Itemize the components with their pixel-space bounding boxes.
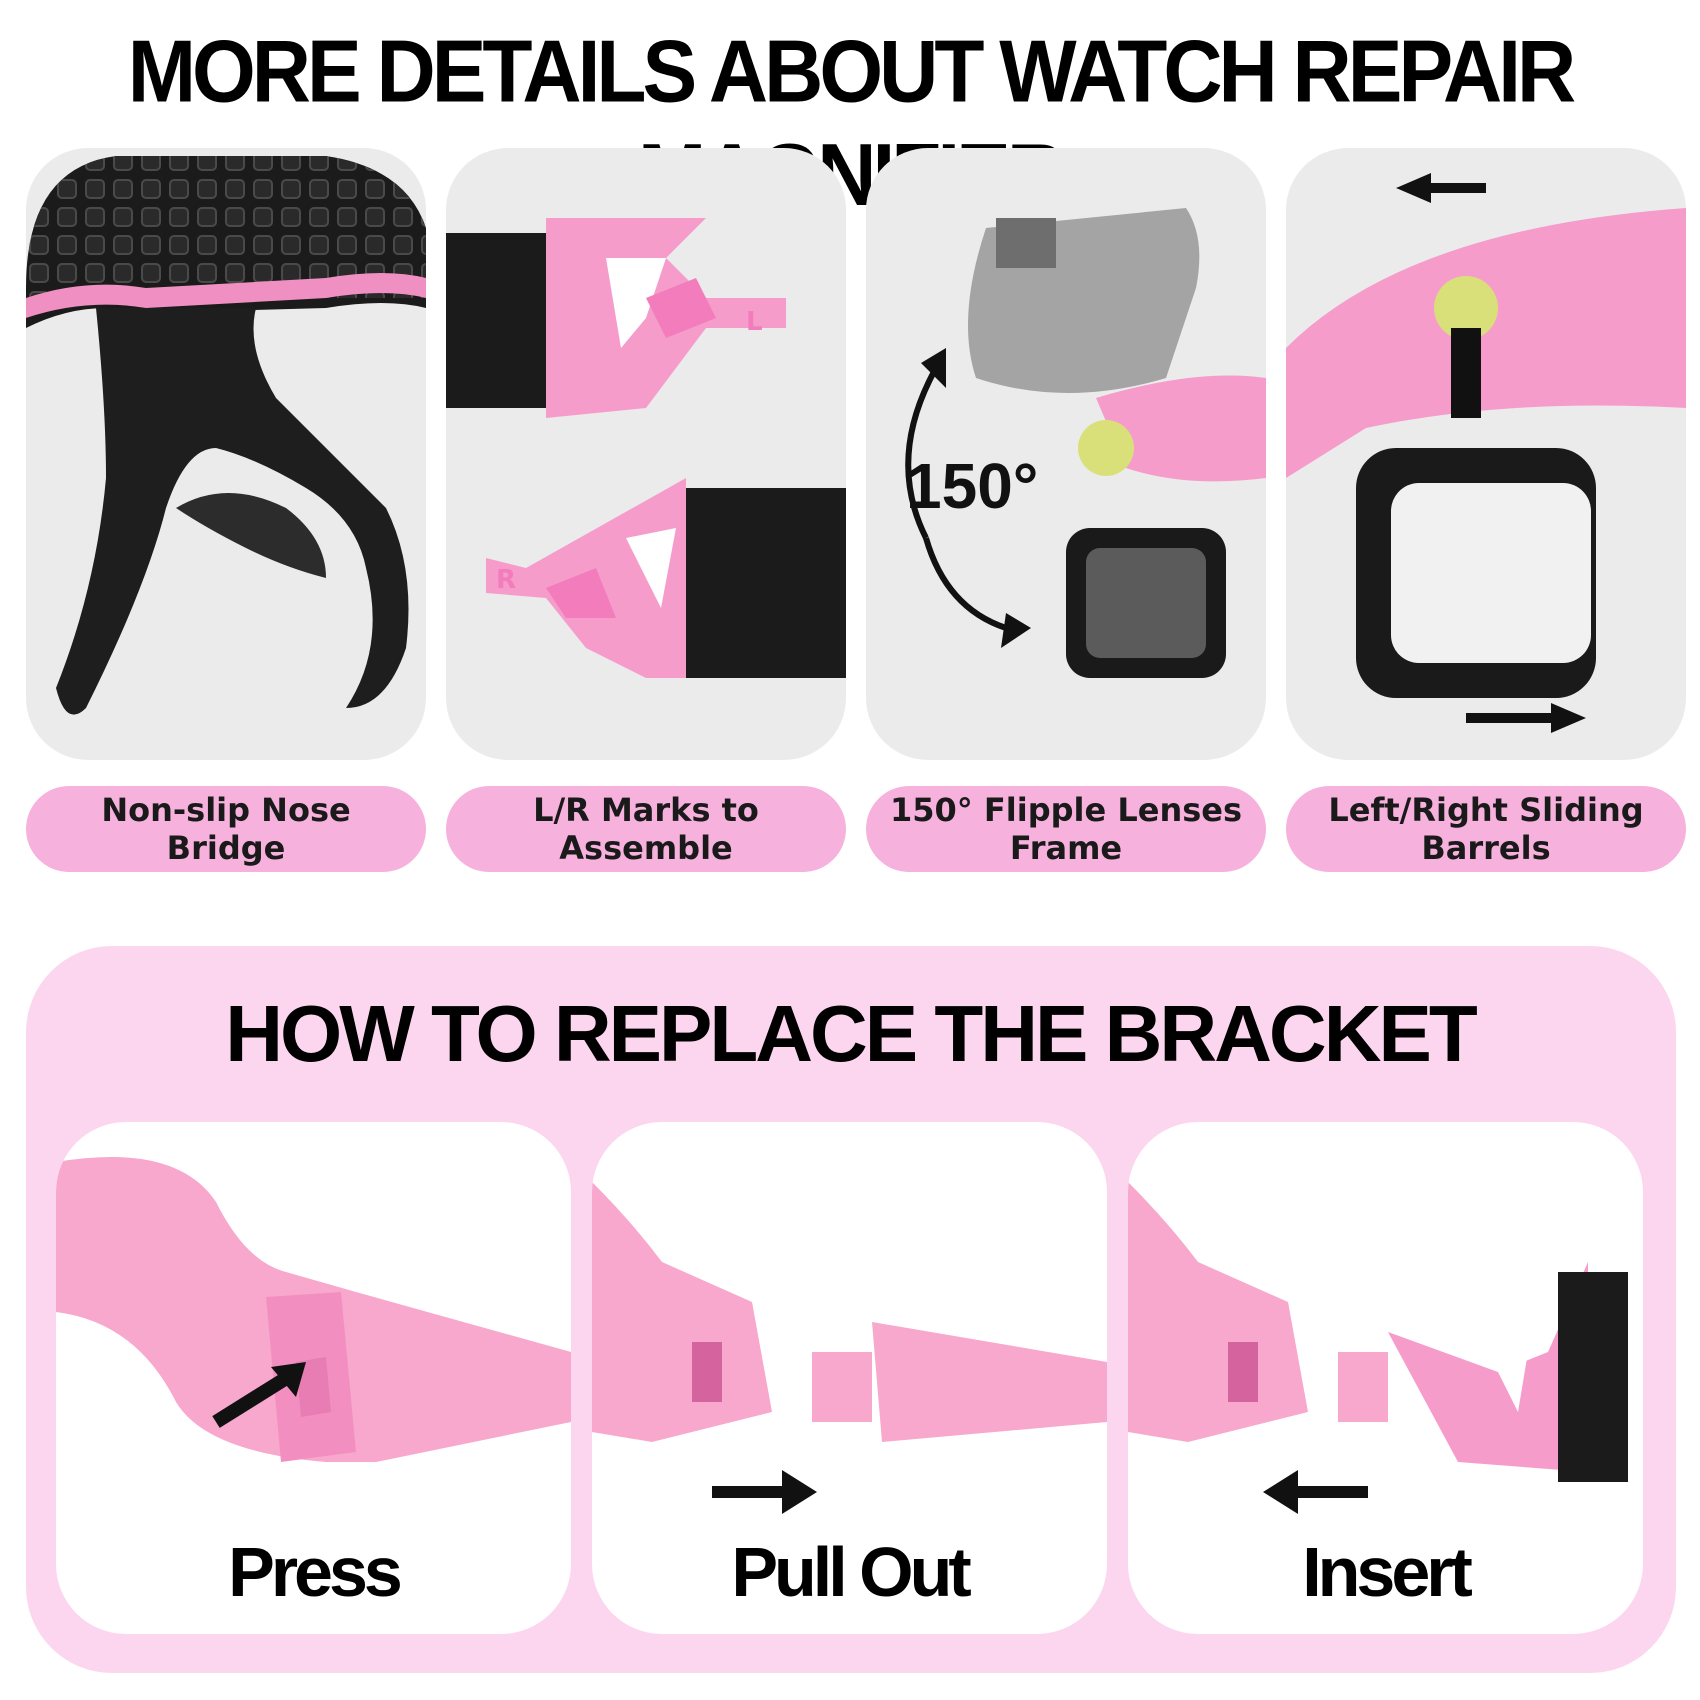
feature-label-line: Non-slip Nose Bridge: [101, 791, 351, 867]
feature-label-nose-bridge: Non-slip Nose Bridge: [26, 786, 426, 872]
pull-out-illustration: [592, 1182, 1107, 1514]
feature-label-lr-marks: L/R Marks to Assemble: [446, 786, 846, 872]
step-press: Press: [56, 1122, 571, 1634]
feature-label-line: Barrels: [1421, 829, 1551, 867]
press-illustration: [56, 1157, 571, 1462]
feature-image-flip-lens: 150°: [866, 148, 1266, 760]
step-pull-out: Pull Out: [592, 1122, 1107, 1634]
feature-label-line: Frame: [1009, 829, 1123, 867]
angle-label: 150°: [906, 450, 1038, 522]
feature-image-lr-marks: L R: [446, 148, 846, 760]
lr-strap-illustration: L R: [446, 218, 846, 678]
left-mark: L: [746, 307, 763, 337]
right-mark: R: [496, 565, 516, 595]
feature-label-line: L/R Marks to: [533, 791, 759, 829]
feature-label-flip-lens: 150° Flipple Lenses Frame: [866, 786, 1266, 872]
step-label-press: Press: [228, 1533, 403, 1611]
feature-label-line: Assemble: [559, 829, 733, 867]
feature-image-sliding-barrels: [1286, 148, 1686, 760]
sliding-barrels-illustration: [1286, 173, 1686, 733]
nose-bridge-illustration: [26, 156, 426, 715]
step-label-pull-out: Pull Out: [731, 1533, 971, 1611]
feature-label-line: 150° Flipple Lenses: [889, 791, 1243, 829]
step-insert: Insert: [1128, 1122, 1643, 1634]
how-to-title: HOW TO REPLACE THE BRACKET: [225, 989, 1477, 1078]
feature-image-nose-bridge: [26, 148, 426, 760]
feature-label-line: Left/Right Sliding: [1328, 791, 1644, 829]
flip-lens-illustration: 150°: [905, 208, 1266, 678]
feature-label-sliding-barrels: Left/Right Sliding Barrels: [1286, 786, 1686, 872]
insert-illustration: [1128, 1182, 1628, 1514]
step-label-insert: Insert: [1302, 1533, 1473, 1611]
